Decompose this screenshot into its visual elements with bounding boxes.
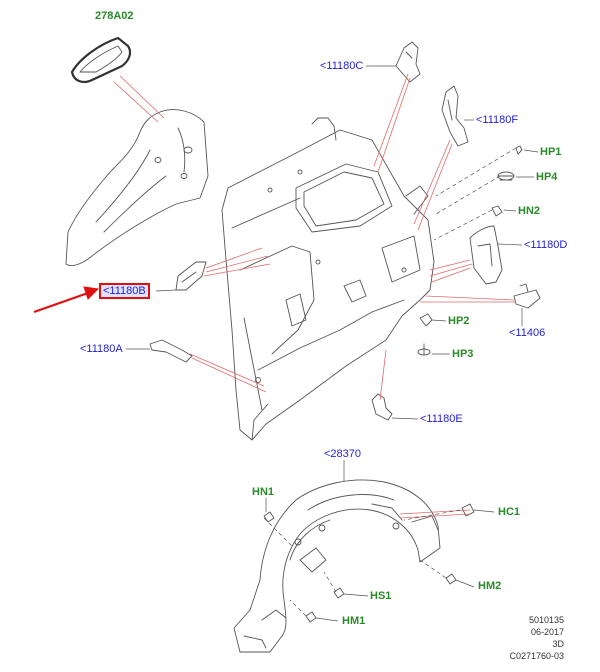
label-278A02[interactable]: 278A02: [95, 10, 134, 22]
red-pointer-arrow-icon: [33, 286, 100, 314]
label-11180D[interactable]: <11180D: [524, 239, 568, 251]
part-left-inner-panel: [65, 109, 209, 267]
part-278A02-gasket: [70, 36, 132, 83]
label-ticks: [126, 65, 539, 622]
label-28370[interactable]: <28370: [324, 448, 362, 460]
label-11180B-highlighted[interactable]: <11180B: [99, 283, 150, 299]
part-11180E-bracket: [371, 393, 393, 421]
dashed-guides: [263, 147, 517, 617]
part-11406-bracket: [513, 283, 541, 309]
label-11180E[interactable]: <11180E: [420, 413, 463, 425]
label-HN1[interactable]: HN1: [252, 486, 275, 498]
part-11180F-bracket: [441, 85, 469, 147]
label-HC1[interactable]: HC1: [498, 506, 521, 518]
label-11180C[interactable]: <11180C: [320, 60, 364, 72]
label-HS1[interactable]: HS1: [370, 590, 392, 602]
part-11180A-reinforcement: [149, 339, 193, 363]
label-HM1[interactable]: HM1: [342, 615, 366, 627]
label-HN2[interactable]: HN2: [518, 205, 541, 217]
reference-line-4: C0271760-03: [509, 651, 564, 661]
label-11406[interactable]: <11406: [509, 327, 546, 339]
label-HP2[interactable]: HP2: [448, 315, 470, 327]
label-HP3[interactable]: HP3: [452, 348, 474, 360]
label-HM2[interactable]: HM2: [478, 580, 502, 592]
label-HP1[interactable]: HP1: [540, 146, 562, 158]
reference-line-2: 06-2017: [530, 627, 564, 637]
part-body-side-assembly: [221, 117, 435, 441]
part-11180B-panel: [175, 261, 207, 291]
reference-line-1: 5010135: [528, 615, 564, 625]
part-28370-wheelhouse-liner: [233, 479, 441, 653]
leader-lines: [113, 73, 516, 519]
label-HP4[interactable]: HP4: [536, 171, 558, 183]
label-11180A[interactable]: <11180A: [80, 343, 123, 355]
fasteners-lower: [263, 503, 475, 623]
part-11180C-bracket: [395, 41, 421, 83]
label-11180F[interactable]: <11180F: [476, 114, 519, 126]
part-11180D-panel: [469, 225, 503, 285]
reference-block: 5010135 06-2017 3D C0271760-03: [509, 614, 564, 662]
reference-line-3: 3D: [552, 639, 564, 649]
